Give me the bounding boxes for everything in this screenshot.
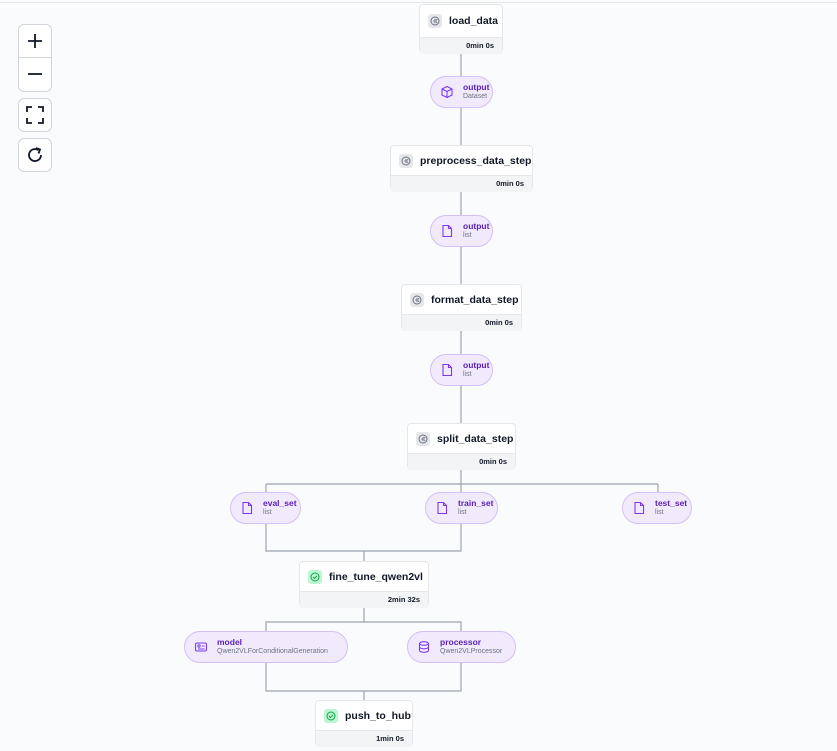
zoom-in-button[interactable] xyxy=(19,25,51,57)
step-name: format_data_step xyxy=(431,293,519,306)
edge-split-to-sets xyxy=(265,469,659,492)
document-icon xyxy=(433,499,451,517)
cached-icon xyxy=(399,153,413,168)
check-circle-icon xyxy=(324,708,338,723)
database-icon xyxy=(415,638,433,656)
plus-icon xyxy=(28,34,42,48)
step-fine-tune[interactable]: fine_tune_qwen2vl 2min 32s xyxy=(299,561,429,608)
document-icon xyxy=(438,361,456,379)
step-format-data[interactable]: format_data_step 0min 0s xyxy=(401,284,522,331)
artifact-type: Qwen2VLForConditionalGeneration xyxy=(217,648,328,655)
artifact-type: list xyxy=(458,509,467,516)
artifact-name: train_set xyxy=(458,498,494,508)
step-duration: 0min 0s xyxy=(408,453,515,470)
cached-icon xyxy=(428,14,442,28)
artifact-type: list xyxy=(463,232,472,239)
artifact-type: Dataset xyxy=(463,93,488,100)
edge-sets-to-finetune xyxy=(265,522,462,561)
step-name: preprocess_data_step xyxy=(420,154,532,167)
step-preprocess-data[interactable]: preprocess_data_step 0min 0s xyxy=(390,145,533,192)
step-name: load_data xyxy=(449,15,499,27)
artifact-name: test_set xyxy=(655,498,688,508)
cached-icon xyxy=(416,431,430,446)
fit-view-button[interactable] xyxy=(18,98,52,132)
cached-icon xyxy=(410,292,424,307)
step-load-data[interactable]: load_data 0min 0s xyxy=(419,4,503,54)
artifact-type: Qwen2VLProcessor xyxy=(440,648,503,655)
edge-outputs-to-push xyxy=(265,661,462,700)
zoom-divider xyxy=(19,57,51,58)
artifact-type: list xyxy=(263,509,272,516)
step-name: fine_tune_qwen2vl xyxy=(329,570,423,583)
step-name: split_data_step xyxy=(437,432,514,445)
refresh-button[interactable] xyxy=(18,138,52,172)
refresh-icon xyxy=(28,147,42,162)
artifact-name: model xyxy=(217,637,243,647)
artifact-type: list xyxy=(655,509,664,516)
minus-icon xyxy=(28,73,42,75)
step-duration: 1min 0s xyxy=(316,730,412,747)
zoom-controls xyxy=(18,24,52,92)
zoom-out-button[interactable] xyxy=(19,58,51,90)
fit-view-icon xyxy=(26,106,44,124)
dataset-icon xyxy=(438,83,456,101)
artifact-name: processor xyxy=(440,637,482,647)
document-icon xyxy=(630,499,648,517)
edge-finetune-to-outputs xyxy=(265,607,462,631)
artifact-type: list xyxy=(463,371,472,378)
top-divider xyxy=(0,2,837,3)
step-duration: 0min 0s xyxy=(402,314,521,331)
check-circle-icon xyxy=(308,569,322,584)
step-duration: 2min 32s xyxy=(300,591,428,608)
step-push-to-hub[interactable]: push_to_hub 1min 0s xyxy=(315,700,413,747)
step-duration: 0min 0s xyxy=(391,175,532,192)
step-split-data[interactable]: split_data_step 0min 0s xyxy=(407,423,516,470)
step-duration: 0min 0s xyxy=(420,37,502,54)
model-icon xyxy=(192,638,210,656)
artifact-name: output xyxy=(463,360,490,370)
document-icon xyxy=(438,222,456,240)
step-name: push_to_hub xyxy=(345,709,411,722)
artifact-name: output xyxy=(463,221,490,231)
document-icon xyxy=(238,499,256,517)
artifact-name: output xyxy=(463,82,490,92)
artifact-name: eval_set xyxy=(263,498,297,508)
